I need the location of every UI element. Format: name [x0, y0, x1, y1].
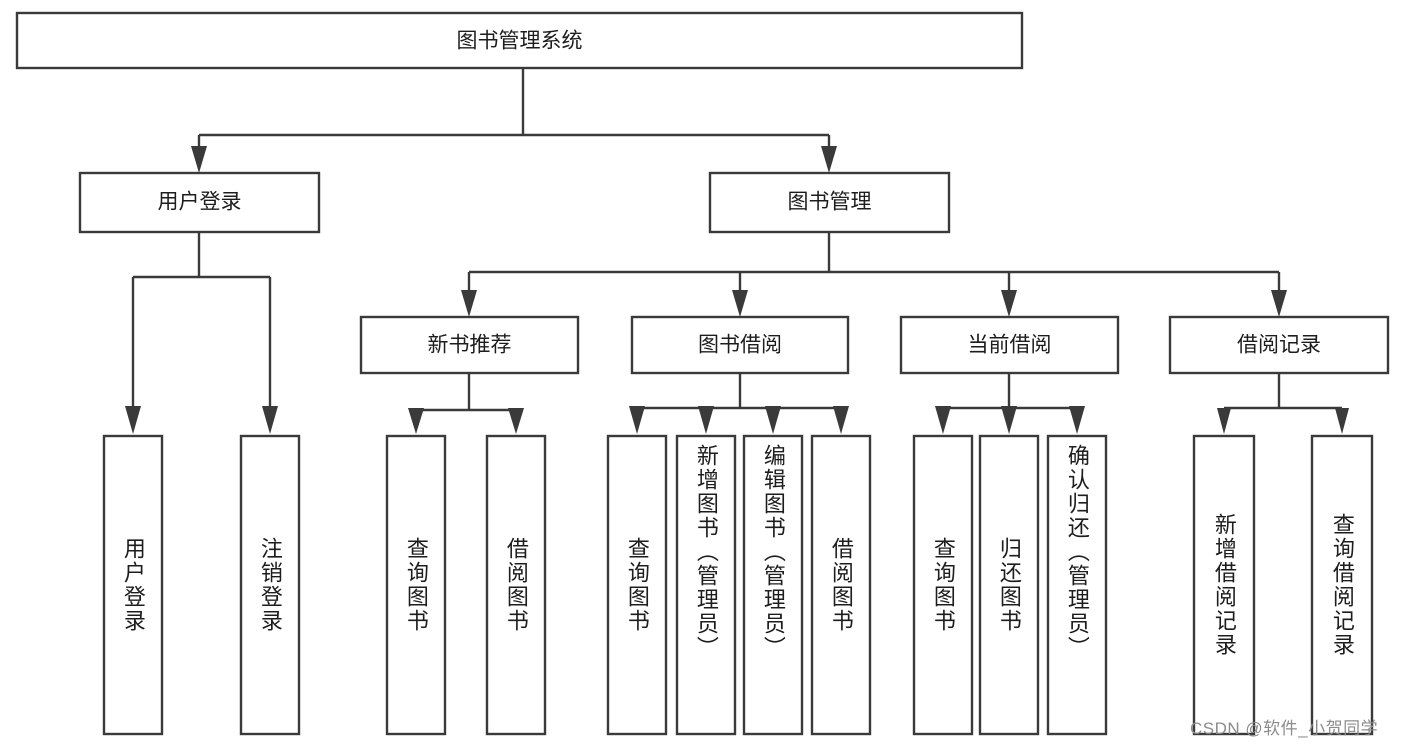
leaf-label-wrap-edit-book-admin: 编辑图书（管理员） — [744, 436, 802, 734]
leaf-label-wrap-add-borrow-record: 新增借阅记录 — [1194, 436, 1254, 734]
leaf-label-return-book: 归还图书 — [996, 537, 1022, 633]
leaf-box-query-book-borrow[interactable] — [606, 434, 668, 736]
leaf-label-wrap-logout: 注销登录 — [241, 436, 299, 734]
leaf-box-add-book-admin[interactable] — [675, 434, 737, 736]
connector-group-newbook-to-leaves — [408, 373, 524, 434]
node-user-login[interactable] — [78, 171, 321, 234]
node-new-book-recommend[interactable] — [359, 315, 580, 375]
leaf-label-query-borrow-record: 查询借阅记录 — [1329, 513, 1355, 657]
leaf-box-query-borrow-record[interactable] — [1310, 434, 1374, 736]
leaf-label-borrow-book-recommend: 借阅图书 — [503, 537, 529, 633]
leaf-label-wrap-query-book-borrow: 查询图书 — [608, 436, 666, 734]
connector-group-records-to-leaves — [1217, 373, 1349, 434]
leaf-box-confirm-return-admin[interactable] — [1046, 434, 1108, 736]
leaf-label-wrap-confirm-return-admin: 确认归还（管理员） — [1048, 436, 1106, 734]
node-book-borrow-label: 图书借阅 — [698, 334, 782, 357]
leaf-box-query-book-current[interactable] — [912, 434, 974, 736]
connector-group-borrow-to-leaves — [629, 373, 849, 434]
leaf-label-wrap-return-book: 归还图书 — [980, 436, 1038, 734]
leaf-box-query-book-recommend[interactable] — [385, 434, 447, 736]
connector-group-root-to-level2 — [191, 68, 837, 173]
leaf-label-wrap-borrow-book-recommend: 借阅图书 — [487, 436, 545, 734]
leaf-label-borrow-book: 借阅图书 — [828, 537, 854, 633]
leaf-label-wrap-query-borrow-record: 查询借阅记录 — [1312, 436, 1372, 734]
leaf-label-confirm-return-admin: 确认归还（管理员） — [1064, 444, 1090, 660]
connector-group-current-to-leaves — [935, 373, 1085, 434]
node-borrow-records-label: 借阅记录 — [1237, 334, 1321, 357]
leaf-box-return-book[interactable] — [978, 434, 1040, 736]
leaf-box-add-borrow-record[interactable] — [1192, 434, 1256, 736]
leaf-label-wrap-query-book-recommend: 查询图书 — [387, 436, 445, 734]
leaf-label-user-login: 用户登录 — [120, 537, 146, 633]
leaf-box-edit-book-admin[interactable] — [742, 434, 804, 736]
leaf-label-query-book-borrow: 查询图书 — [624, 537, 650, 633]
leaf-box-borrow-book-recommend[interactable] — [485, 434, 547, 736]
leaf-box-user-login[interactable] — [102, 434, 164, 736]
leaf-label-edit-book-admin: 编辑图书（管理员） — [760, 444, 786, 660]
node-borrow-records[interactable] — [1168, 315, 1390, 375]
leaf-label-logout: 注销登录 — [257, 537, 283, 633]
node-book-management[interactable] — [708, 171, 951, 234]
leaf-box-borrow-book[interactable] — [810, 434, 872, 736]
node-new-book-recommend-label: 新书推荐 — [428, 334, 512, 357]
leaf-label-add-book-admin: 新增图书（管理员） — [693, 444, 719, 660]
node-root-label: 图书管理系统 — [457, 30, 583, 53]
leaf-label-wrap-user-login: 用户登录 — [104, 436, 162, 734]
leaf-label-add-borrow-record: 新增借阅记录 — [1211, 513, 1237, 657]
leaf-box-logout[interactable] — [239, 434, 301, 736]
leaf-label-query-book-recommend: 查询图书 — [403, 537, 429, 633]
csdn-watermark: CSDN @软件_小贺同学 — [1190, 719, 1379, 738]
node-current-borrow-label: 当前借阅 — [968, 334, 1052, 357]
connector-group-bookmgmt-to-level3 — [461, 232, 1287, 317]
node-book-management-label: 图书管理 — [788, 191, 872, 214]
node-book-borrow[interactable] — [630, 315, 850, 375]
leaf-label-wrap-add-book-admin: 新增图书（管理员） — [677, 436, 735, 734]
leaf-label-query-book-current: 查询图书 — [930, 537, 956, 633]
node-root[interactable] — [15, 11, 1024, 70]
leaf-label-wrap-query-book-current: 查询图书 — [914, 436, 972, 734]
leaf-label-wrap-borrow-book: 借阅图书 — [812, 436, 870, 734]
node-current-borrow[interactable] — [899, 315, 1120, 375]
connector-group-userlogin-to-leaves — [125, 232, 278, 434]
node-user-login-label: 用户登录 — [158, 191, 242, 214]
